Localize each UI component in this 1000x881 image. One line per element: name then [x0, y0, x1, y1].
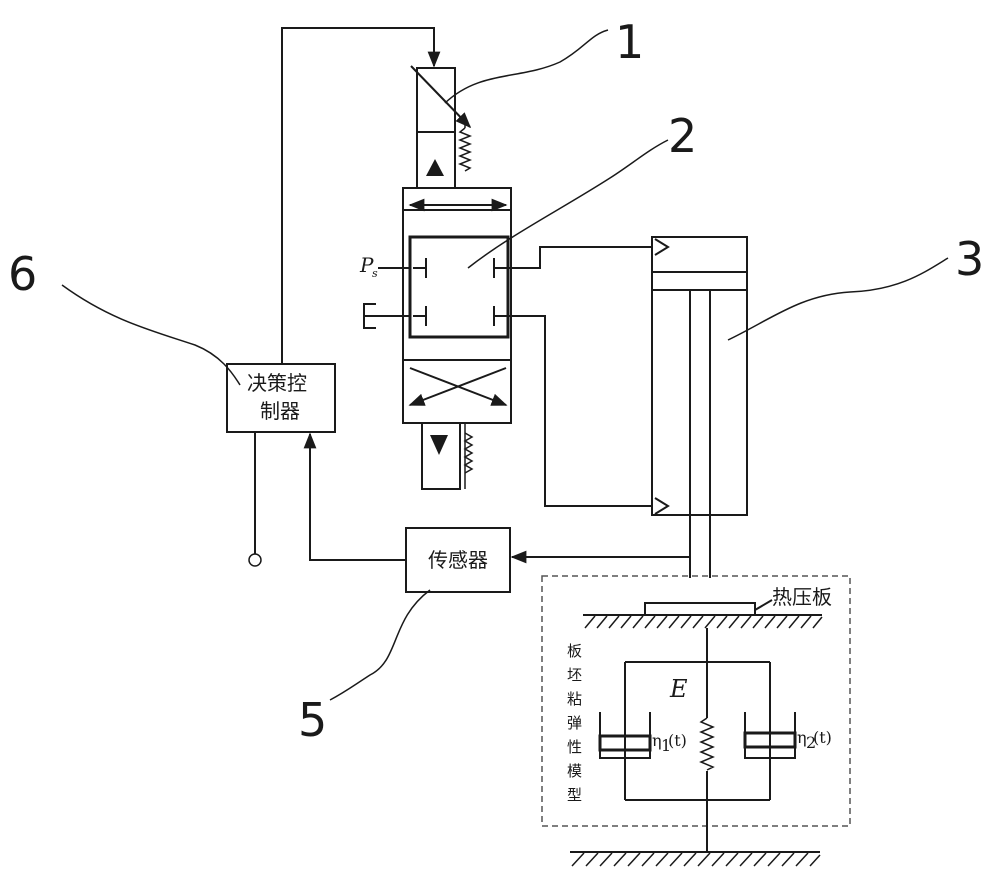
controller-label-line1: 决策控	[247, 371, 307, 395]
hydraulic-cylinder	[507, 237, 747, 578]
model-label-char: 坯	[567, 666, 582, 684]
sensor-label: 传感器	[428, 548, 488, 572]
callout-2: 2	[668, 109, 697, 163]
model-label-char: 性	[567, 738, 582, 756]
input-terminal	[249, 554, 261, 566]
controller-label-line2: 制器	[260, 399, 300, 423]
model-label-char: 模	[567, 762, 582, 780]
damper2-arg: (t)	[813, 728, 832, 747]
callout-3: 3	[955, 232, 984, 286]
board-model-region	[542, 576, 850, 866]
proportional-solenoid	[411, 66, 470, 188]
pressure-subscript: s	[372, 267, 378, 280]
board-model-vertical-label: 板 坯 粘 弹 性 模 型	[567, 642, 582, 804]
hot-platen-label: 热压板	[772, 585, 832, 609]
callout-5: 5	[298, 693, 327, 747]
sensor	[310, 434, 690, 592]
spring-symbol: E	[669, 675, 688, 703]
callout-6: 6	[8, 247, 37, 301]
model-label-char: 粘	[567, 690, 582, 708]
model-label-char: 弹	[567, 714, 582, 732]
model-label-char: 型	[567, 786, 582, 804]
model-label-char: 板	[567, 642, 582, 660]
damper1-arg: (t)	[668, 731, 687, 750]
directional-valve	[364, 188, 511, 489]
callout-1: 1	[615, 15, 644, 69]
